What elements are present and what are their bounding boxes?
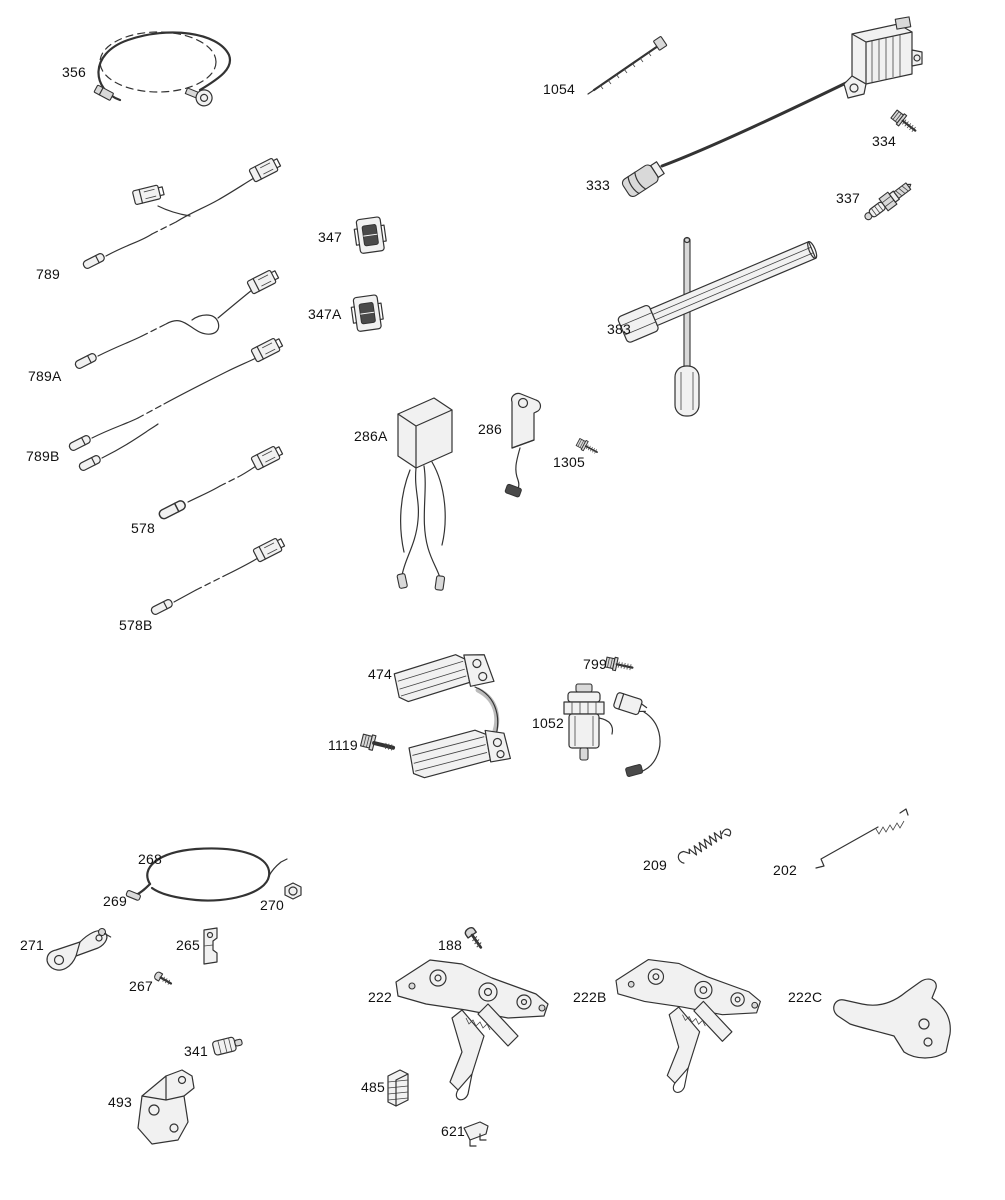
part-label-1119: 1119 [328, 737, 358, 753]
part-209 [677, 828, 732, 864]
part-265 [203, 927, 218, 965]
part-label-267: 267 [129, 978, 153, 994]
part-337 [864, 182, 912, 221]
part-799 [603, 654, 635, 676]
part-label-347A: 347A [308, 306, 342, 322]
part-label-356: 356 [62, 64, 86, 80]
part-label-286: 286 [478, 421, 502, 437]
part-347A [349, 293, 386, 333]
part-356 [93, 31, 232, 107]
part-578B [149, 535, 287, 617]
part-label-222: 222 [368, 989, 392, 1005]
part-label-286A: 286A [354, 428, 388, 444]
part-1052 [563, 683, 661, 777]
part-label-341: 341 [184, 1043, 208, 1059]
part-383 [617, 236, 818, 417]
part-label-268: 268 [138, 851, 162, 867]
part-label-621: 621 [441, 1123, 465, 1139]
part-label-265: 265 [176, 937, 200, 953]
part-label-334: 334 [872, 133, 896, 149]
part-474 [393, 654, 512, 779]
part-label-222C: 222C [788, 989, 823, 1005]
part-label-799: 799 [583, 656, 607, 672]
part-485 [387, 1069, 409, 1107]
part-493 [137, 1069, 195, 1145]
part-789A [73, 267, 281, 371]
part-286 [504, 392, 542, 498]
part-label-789A: 789A [28, 368, 62, 384]
part-label-209: 209 [643, 857, 667, 873]
part-1054 [587, 36, 668, 95]
part-label-1054: 1054 [543, 81, 575, 97]
part-789 [81, 155, 283, 271]
part-label-1052: 1052 [532, 715, 564, 731]
part-222C [833, 978, 951, 1059]
part-label-493: 493 [108, 1094, 132, 1110]
part-789B [67, 335, 285, 473]
part-347 [352, 215, 389, 255]
part-188 [462, 924, 487, 952]
part-333 [621, 16, 923, 198]
part-label-188: 188 [438, 937, 462, 953]
part-label-789B: 789B [26, 448, 60, 464]
part-222B [615, 959, 761, 1093]
part-label-269: 269 [103, 893, 127, 909]
part-271 [46, 927, 112, 971]
part-267 [152, 969, 175, 989]
part-label-271: 271 [20, 937, 44, 953]
part-label-1305: 1305 [553, 454, 585, 470]
part-222 [395, 959, 549, 1101]
part-202 [815, 808, 909, 869]
part-label-333: 333 [586, 177, 610, 193]
part-label-337: 337 [836, 190, 860, 206]
part-label-789: 789 [36, 266, 60, 282]
part-269 [125, 890, 141, 901]
part-1119 [359, 733, 396, 751]
part-label-222B: 222B [573, 989, 607, 1005]
part-label-383: 383 [607, 321, 631, 337]
part-621 [463, 1121, 489, 1147]
part-334 [888, 107, 921, 137]
part-label-202: 202 [773, 862, 797, 878]
part-286A [396, 397, 453, 591]
part-label-474: 474 [368, 666, 392, 682]
part-label-485: 485 [361, 1079, 385, 1095]
part-label-578B: 578B [119, 617, 153, 633]
part-label-578: 578 [131, 520, 155, 536]
part-label-347: 347 [318, 229, 342, 245]
part-label-270: 270 [260, 897, 284, 913]
part-578 [157, 443, 285, 521]
part-270 [284, 882, 302, 900]
part-341 [212, 1036, 243, 1056]
